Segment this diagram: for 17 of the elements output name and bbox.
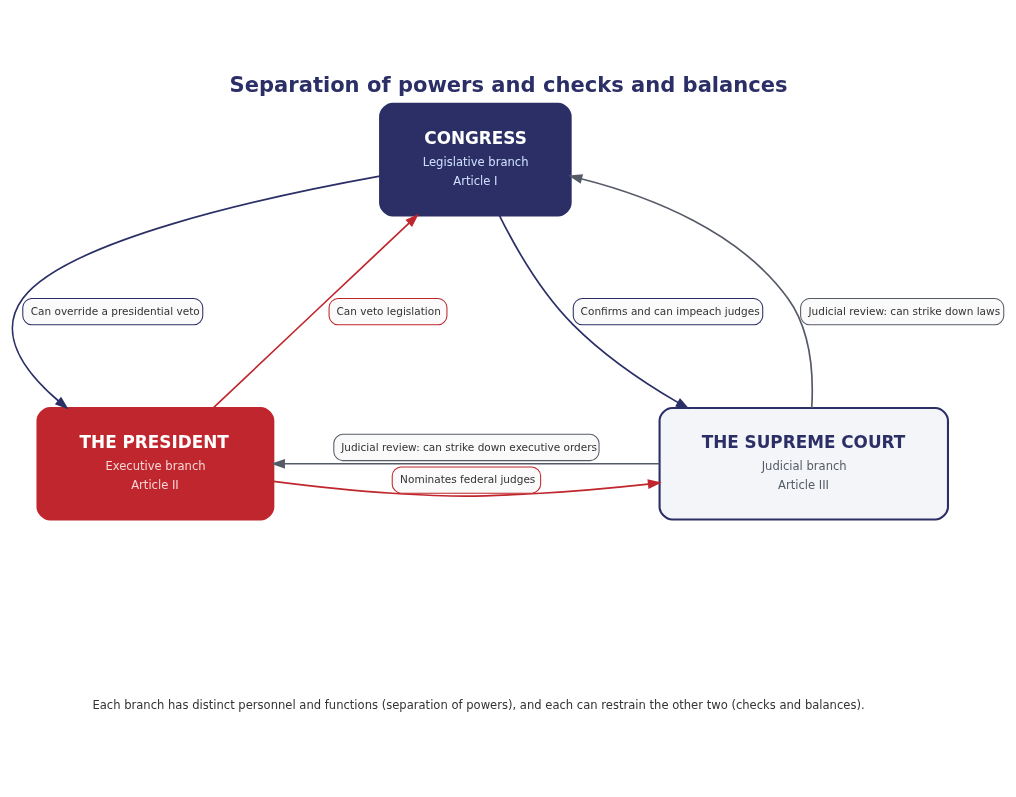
arrow (272, 479, 662, 497)
arrow (498, 214, 690, 410)
edge-label: Confirms and can impeach judges (580, 304, 760, 317)
edge-label: Can override a presidential veto (30, 304, 200, 317)
arrow (271, 458, 661, 469)
arrow (11, 175, 381, 410)
edge-label: Judicial review: can strike down executive orders (341, 440, 598, 453)
arrow (212, 213, 419, 409)
edge-label: Judicial review: can strike down laws (808, 304, 1001, 317)
node-box: THE PRESIDENT Executive branch Article II (36, 406, 275, 521)
edge-label: Can veto legislation (336, 304, 441, 317)
edge-label: Nominates federal judges (400, 473, 536, 486)
diagram-title: Separation of powers and checks and balances (229, 72, 788, 98)
node-box: THE SUPREME COURT Judicial branch Article III (658, 406, 950, 521)
node-box: CONGRESS Legislative branch Article I (379, 102, 572, 217)
arrow (568, 174, 814, 409)
caption: Each branch has distinct personnel and functions (separation of powers), and each can restrain the other two (checks and balances). (92, 697, 865, 712)
